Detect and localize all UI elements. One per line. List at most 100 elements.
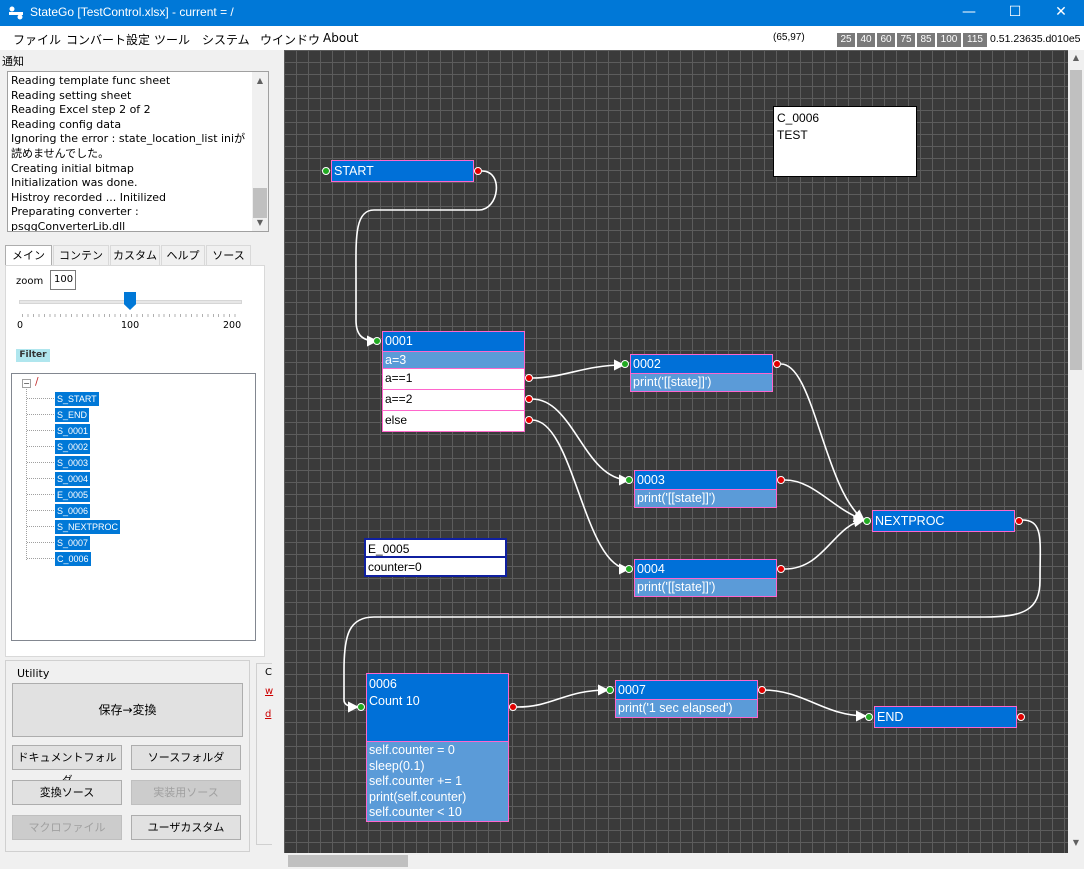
menu-tools[interactable]: ツール — [154, 33, 191, 47]
branch-a1[interactable]: a==1 — [382, 369, 525, 390]
tree-item-s-start[interactable]: S_START — [55, 392, 99, 406]
filter-button[interactable]: Filter — [16, 349, 50, 362]
zoom-input[interactable]: 100 — [50, 270, 76, 290]
zoom-preset-100[interactable]: 100 — [937, 33, 961, 47]
window-title: StateGo [TestControl.xlsx] - current = / — [30, 5, 234, 19]
side-link-d[interactable]: d — [265, 709, 272, 720]
branch-a2[interactable]: a==2 — [382, 390, 525, 411]
log-lines: Reading template func sheet Reading sett… — [11, 74, 251, 232]
zoom-preset-25[interactable]: 25 — [837, 33, 855, 47]
comment-c-0006-text: TEST — [777, 128, 808, 142]
utility-group — [5, 660, 250, 852]
code-line: self.counter += 1 — [369, 774, 463, 788]
utility-label: Utility — [15, 667, 52, 680]
state-tree[interactable]: − / S_START S_END S_0001 S_0002 S_0003 S… — [11, 373, 256, 641]
zoom-preset-60[interactable]: 60 — [877, 33, 895, 47]
minus-box-icon[interactable]: − — [22, 379, 31, 388]
source-folder-button[interactable]: ソースフォルダ — [131, 745, 241, 770]
scroll-up-icon[interactable]: ▲ — [256, 76, 264, 85]
convert-source-button[interactable]: 変換ソース — [12, 780, 122, 805]
edge-0004-nextproc — [784, 516, 866, 570]
scroll-corner — [1068, 853, 1084, 869]
tree-item-s-0001[interactable]: S_0001 — [55, 424, 91, 438]
canvas-horizontal-thumb[interactable] — [288, 855, 408, 867]
input-port-icon — [625, 565, 633, 573]
tree-root[interactable]: / — [35, 376, 39, 388]
side-group — [256, 663, 272, 845]
menu-file[interactable]: ファイル — [13, 33, 62, 47]
tab-custom[interactable]: カスタム — [110, 245, 160, 266]
comment-c-0006-title: C_0006 — [777, 111, 820, 125]
tree-item-s-0004[interactable]: S_0004 — [55, 472, 91, 486]
log-line: Preparating converter : psggConverterLib… — [11, 205, 139, 232]
tree-item-s-nextproc[interactable]: S_NEXTPROC — [55, 520, 121, 534]
tree-line — [27, 494, 54, 495]
zoom-preset-115[interactable]: 115 — [963, 33, 987, 47]
tree-line — [27, 398, 54, 399]
tree-item-s-0002[interactable]: S_0002 — [55, 440, 91, 454]
save-convert-button[interactable]: 保存→変換 — [12, 683, 243, 737]
output-port-icon — [777, 476, 785, 484]
comment-c-0006[interactable]: C_0006 TEST — [773, 106, 917, 177]
menu-window[interactable]: ウインドウ — [260, 33, 321, 47]
tree-item-s-end[interactable]: S_END — [55, 408, 90, 422]
menu-about[interactable]: About — [323, 31, 359, 45]
user-custom-button[interactable]: ユーザカスタム — [131, 815, 241, 840]
state-0006-header: 0006 Count 10 — [366, 673, 509, 742]
branch-else[interactable]: else — [382, 411, 525, 432]
zoom-preset-40[interactable]: 40 — [857, 33, 875, 47]
tab-help[interactable]: ヘルプ — [161, 245, 205, 266]
log-line: Reading setting sheet — [11, 88, 132, 102]
cursor-coordinate: (65,97) — [773, 32, 805, 43]
canvas-horizontal-scrollbar[interactable] — [284, 853, 1068, 869]
maximize-icon[interactable]: ☐ — [1008, 4, 1022, 20]
state-start-title: START — [331, 160, 474, 182]
impl-source-button: 実装用ソース — [131, 780, 241, 805]
minimize-icon[interactable]: — — [962, 4, 976, 20]
output-port-icon — [777, 565, 785, 573]
state-diagram-canvas[interactable]: START 0001 a=3 a==1 a==2 else 0002 print… — [284, 50, 1068, 853]
code-line: self.counter < 10 — [369, 805, 462, 819]
zoom-slider-thumb[interactable] — [124, 292, 136, 310]
scroll-down-icon[interactable]: ▼ — [1072, 838, 1080, 847]
tree-item-s-0003[interactable]: S_0003 — [55, 456, 91, 470]
code-line: self.counter = 0 — [369, 743, 455, 757]
output-port-icon — [525, 374, 533, 382]
output-port-icon — [773, 360, 781, 368]
tree-item-e-0005[interactable]: E_0005 — [55, 488, 91, 502]
stategraph-app-icon — [9, 6, 23, 20]
tree-item-c-0006[interactable]: C_0006 — [55, 552, 91, 566]
zoom-preset-75[interactable]: 75 — [897, 33, 915, 47]
tree-item-s-0007[interactable]: S_0007 — [55, 536, 91, 550]
close-icon[interactable]: ✕ — [1055, 4, 1067, 20]
scroll-down-icon[interactable]: ▼ — [256, 218, 264, 227]
code-line: sleep(0.1) — [369, 758, 425, 773]
side-group-label: C — [265, 667, 272, 678]
log-scrollbar[interactable]: ▲ ▼ — [252, 72, 268, 231]
canvas-vertical-thumb[interactable] — [1070, 70, 1082, 370]
tab-source[interactable]: ソース — [206, 245, 251, 266]
zoom-preset-85[interactable]: 85 — [917, 33, 935, 47]
tree-item-s-0006[interactable]: S_0006 — [55, 504, 91, 518]
log-line: Ignoring the error : state_location_list… — [11, 132, 246, 160]
output-port-icon — [509, 703, 517, 711]
notification-log[interactable]: Reading template func sheet Reading sett… — [7, 71, 269, 232]
tree-line — [27, 542, 54, 543]
input-port-icon — [357, 703, 365, 711]
log-line: Reading config data — [11, 117, 122, 131]
input-port-icon — [625, 476, 633, 484]
state-end-title: END — [874, 706, 1017, 728]
menu-convert-settings[interactable]: コンバート設定 — [66, 33, 151, 47]
edge-0003-nextproc — [784, 479, 866, 523]
menu-system[interactable]: システム — [202, 33, 250, 47]
input-port-icon — [606, 686, 614, 694]
tab-contents[interactable]: コンテンツ — [53, 245, 109, 281]
tree-line — [26, 389, 27, 560]
log-line: Reading template func sheet — [11, 74, 171, 87]
tab-main[interactable]: メイン — [5, 245, 52, 266]
document-folder-button[interactable]: ドキュメントフォルダ — [12, 745, 122, 787]
side-link-w[interactable]: w — [265, 686, 274, 697]
log-line: Creating initial bitmap — [11, 161, 134, 175]
scroll-up-icon[interactable]: ▲ — [1072, 53, 1080, 62]
log-scroll-thumb[interactable] — [253, 188, 267, 218]
